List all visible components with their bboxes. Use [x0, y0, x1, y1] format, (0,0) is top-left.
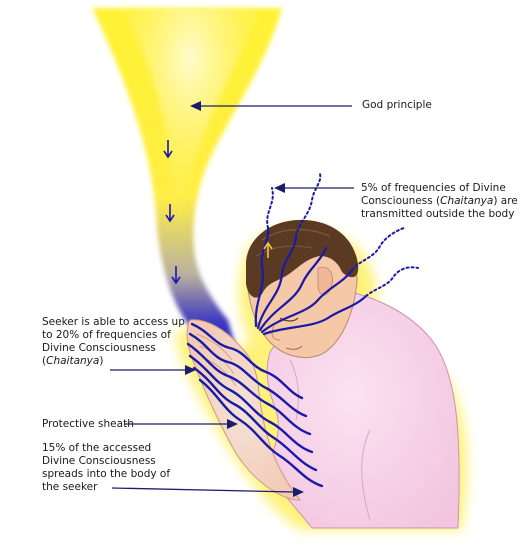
downward-flow-arrows — [163, 140, 181, 285]
text-italic: Chaitanya — [440, 195, 494, 207]
label-spreads: 15% of the accessed Divine Consciousness… — [42, 442, 170, 494]
label-spreads-line2: Divine Consciousness — [42, 455, 156, 467]
frequency-waves-head — [254, 226, 368, 336]
label-transmitted-line2: Consciouness (Chaitanya) are — [361, 195, 518, 208]
label-seeker-access: Seeker is able to access up to 20% of fr… — [42, 316, 185, 368]
text-fragment: ( — [42, 355, 47, 367]
text-italic: Chaitanya — [46, 355, 100, 367]
frequency-waves-hands — [186, 322, 324, 488]
arrow-seeker-access — [110, 365, 196, 375]
label-spreads-line3: spreads into the body of — [42, 468, 171, 480]
text-fragment: ) — [99, 355, 104, 367]
label-seeker-access-line4: (Chaitanya) — [42, 355, 185, 368]
text-fragment: ) are — [493, 195, 518, 207]
label-spreads-line1: 15% of the accessed — [42, 442, 152, 454]
god-principle-funnel — [92, 8, 282, 351]
upward-arrow-icon — [263, 241, 273, 258]
label-transmitted-line1: 5% of frequencies of Divine — [361, 182, 506, 194]
text-fragment: Consciouness ( — [361, 195, 441, 207]
arrow-god-principle — [190, 101, 352, 111]
arrow-protective-sheath — [124, 419, 238, 429]
down-arrow-icon — [165, 204, 175, 223]
label-seeker-access-line3: Divine Consciousness — [42, 342, 156, 354]
down-arrow-icon — [171, 266, 181, 285]
arrow-transmitted — [274, 183, 354, 193]
transmitted-frequencies — [266, 173, 419, 297]
label-seeker-access-line2: to 20% of frequencies of — [42, 329, 171, 341]
label-transmitted-line3: transmitted outside the body — [361, 208, 515, 220]
label-god-principle: God principle — [362, 99, 432, 111]
label-spreads-line4: the seeker — [42, 481, 98, 493]
label-protective-sheath: Protective sheath — [42, 418, 134, 430]
label-transmitted: 5% of frequencies of Divine Consciouness… — [361, 182, 518, 221]
label-seeker-access-line1: Seeker is able to access up — [42, 316, 185, 328]
arrow-spreads — [111, 487, 304, 497]
down-arrow-icon — [163, 140, 173, 159]
pointer-arrows — [110, 101, 354, 497]
